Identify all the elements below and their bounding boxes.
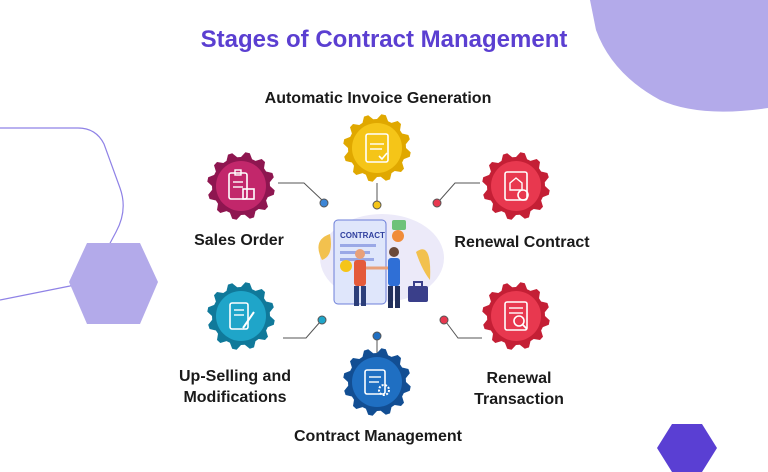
connector-sales-order: [278, 182, 323, 201]
contract-document-label: CONTRACT: [340, 231, 385, 240]
stage-label-contract-management: Contract Management: [293, 428, 463, 445]
connector-upselling: [283, 321, 321, 339]
stage-label-renewal-contract: Renewal Contract: [454, 234, 590, 251]
stage-gear-renewal-transaction: [482, 282, 550, 350]
contract-settings-icon: [364, 369, 390, 396]
bottom-right-hexagon: [657, 424, 717, 472]
stage-label-invoice: Automatic Invoice Generation: [264, 90, 492, 107]
document-pen-icon: [229, 302, 255, 330]
connector-renewal-contract: [439, 182, 480, 201]
clipboard-box-icon: [228, 169, 255, 200]
connector-renewal-transaction: [445, 321, 482, 339]
invoice-icon: [365, 133, 389, 163]
renewal-document-icon: [504, 171, 529, 201]
stage-label-sales-order: Sales Order: [194, 232, 284, 249]
transaction-document-icon: [504, 301, 528, 331]
stage-gear-contract-management: [343, 348, 411, 416]
top-right-blob: [590, 0, 768, 112]
stage-gear-invoice: [343, 114, 411, 182]
stage-label-renewal-transaction: Renewal Transaction: [474, 370, 564, 408]
contract-handshake-illustration: CONTRACT: [318, 214, 444, 308]
stage-gear-sales-order: [207, 152, 275, 220]
stage-gear-upselling: [207, 282, 275, 350]
left-hexagon: [69, 243, 158, 324]
stage-gear-renewal-contract: [482, 152, 550, 220]
diagram-title: Stages of Contract Management: [200, 26, 568, 53]
stage-label-upselling: Up-Selling and Modifications: [179, 368, 291, 406]
